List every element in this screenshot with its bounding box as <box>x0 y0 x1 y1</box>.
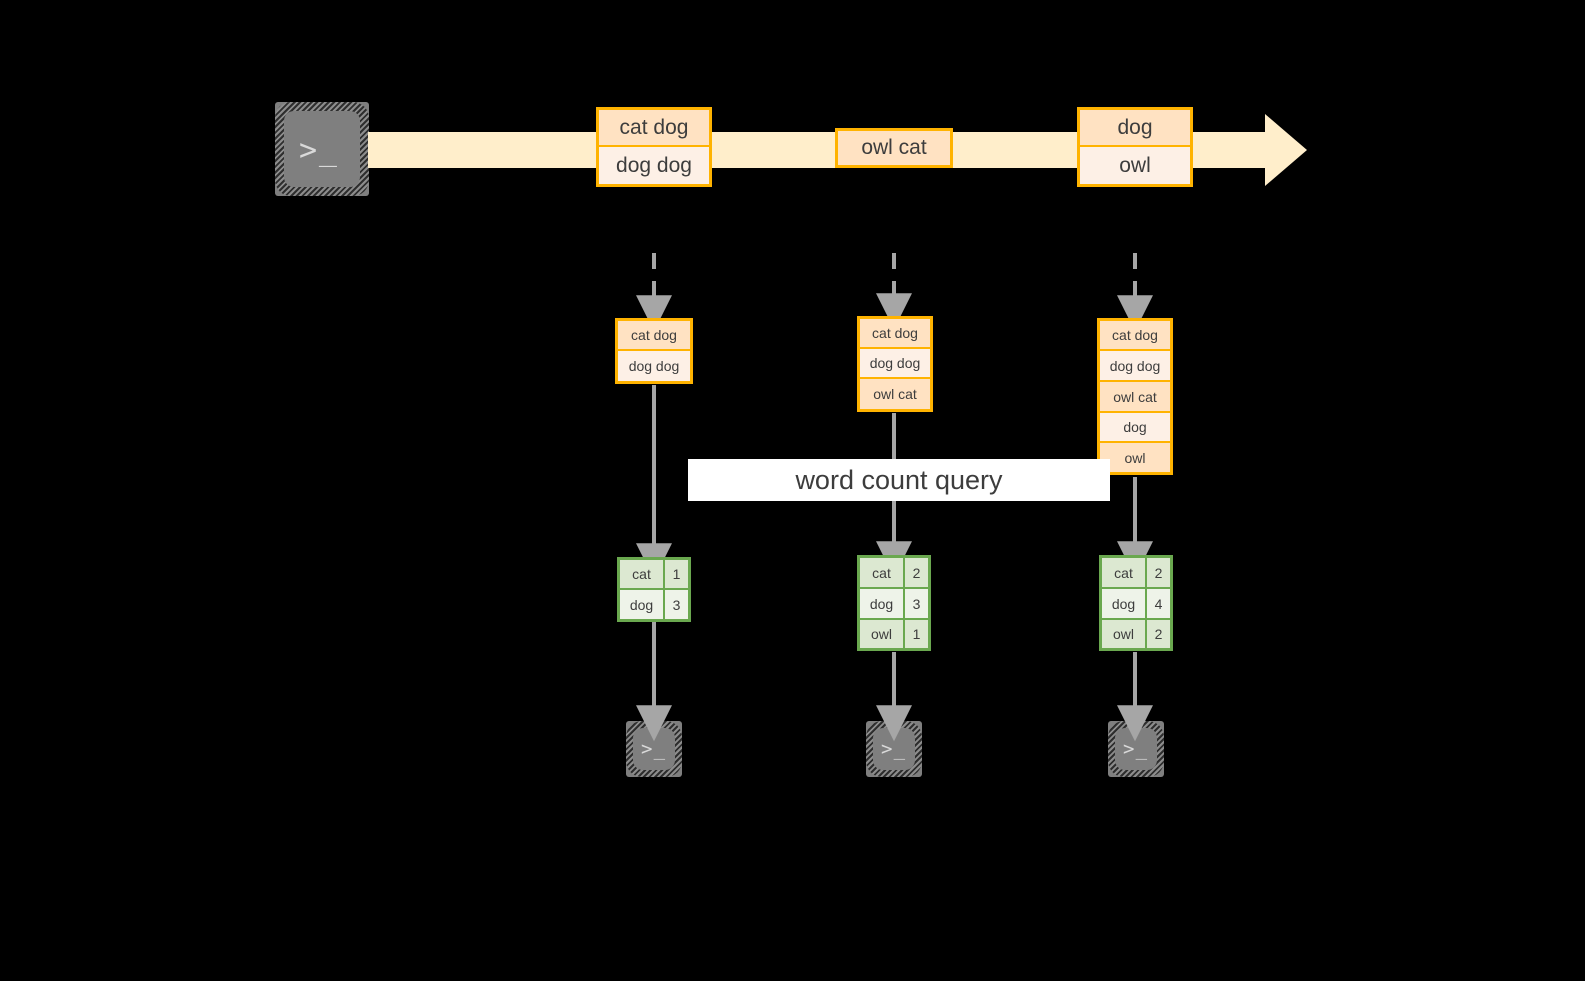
record-line: cat dog <box>599 110 709 148</box>
sink-terminal-1: >_ <box>617 712 691 786</box>
stream-batch-1: cat dog dog dog <box>596 107 712 187</box>
result-word: owl <box>860 620 905 648</box>
record-line: owl <box>1080 147 1190 184</box>
accumulated-state-3: cat dog dog dog owl cat dog owl <box>1097 318 1173 475</box>
state-line: cat dog <box>618 321 690 352</box>
state-line: dog dog <box>618 351 690 381</box>
result-word: cat <box>860 558 905 587</box>
result-word: dog <box>1102 589 1147 618</box>
result-word: cat <box>620 560 665 589</box>
terminal-icon: >_ <box>299 133 339 168</box>
result-word: cat <box>1102 558 1147 587</box>
table-row: dog 4 <box>1102 589 1170 620</box>
accumulated-state-2: cat dog dog dog owl cat <box>857 316 933 412</box>
result-count: 2 <box>1154 626 1163 642</box>
stream-to-state-arrows <box>636 253 1153 332</box>
stream-batch-2: owl cat <box>835 128 953 168</box>
result-count: 1 <box>912 626 921 642</box>
table-row: cat 2 <box>1102 558 1170 589</box>
state-line: owl cat <box>860 379 930 409</box>
result-word: dog <box>620 590 665 619</box>
record-line: owl cat <box>838 131 950 165</box>
stream-batch-3: dog owl <box>1077 107 1193 187</box>
table-row: cat 1 <box>620 560 688 591</box>
terminal-icon: >_ <box>1123 738 1149 760</box>
result-count: 3 <box>912 595 921 612</box>
record-line: dog dog <box>599 147 709 184</box>
terminal-body <box>284 111 360 187</box>
result-word: dog <box>860 589 905 618</box>
table-row: dog 3 <box>860 589 928 620</box>
terminal-icon: >_ <box>881 738 907 760</box>
state-line: dog <box>1100 413 1170 443</box>
record-line: dog <box>1080 110 1190 148</box>
sink-terminal-3: >_ <box>1099 712 1173 786</box>
table-row: dog 3 <box>620 590 688 619</box>
query-banner-label: word count query <box>795 464 1003 495</box>
result-table-2: cat 2 dog 3 owl 1 <box>857 555 931 651</box>
state-line: owl cat <box>1100 382 1170 413</box>
result-count: 1 <box>672 566 681 582</box>
table-row: owl 1 <box>860 620 928 648</box>
state-line: cat dog <box>1100 321 1170 351</box>
result-word: owl <box>1102 620 1147 648</box>
source-terminal: >_ <box>266 93 378 205</box>
result-count: 2 <box>912 564 921 581</box>
terminal-icon: >_ <box>641 738 667 760</box>
result-table-1: cat 1 dog 3 <box>617 557 691 622</box>
arrow-right-icon <box>1265 114 1307 186</box>
state-line: dog dog <box>1100 351 1170 382</box>
result-count: 2 <box>1154 564 1163 581</box>
state-line: cat dog <box>860 319 930 349</box>
accumulated-state-1: cat dog dog dog <box>615 318 693 384</box>
sink-terminal-2: >_ <box>857 712 931 786</box>
state-line: owl <box>1100 443 1170 472</box>
result-table-3: cat 2 dog 4 owl 2 <box>1099 555 1173 651</box>
table-row: cat 2 <box>860 558 928 589</box>
table-row: owl 2 <box>1102 620 1170 648</box>
result-count: 4 <box>1154 595 1163 612</box>
result-count: 3 <box>672 596 681 613</box>
state-line: dog dog <box>860 349 930 379</box>
query-banner: word count query <box>688 459 1110 501</box>
